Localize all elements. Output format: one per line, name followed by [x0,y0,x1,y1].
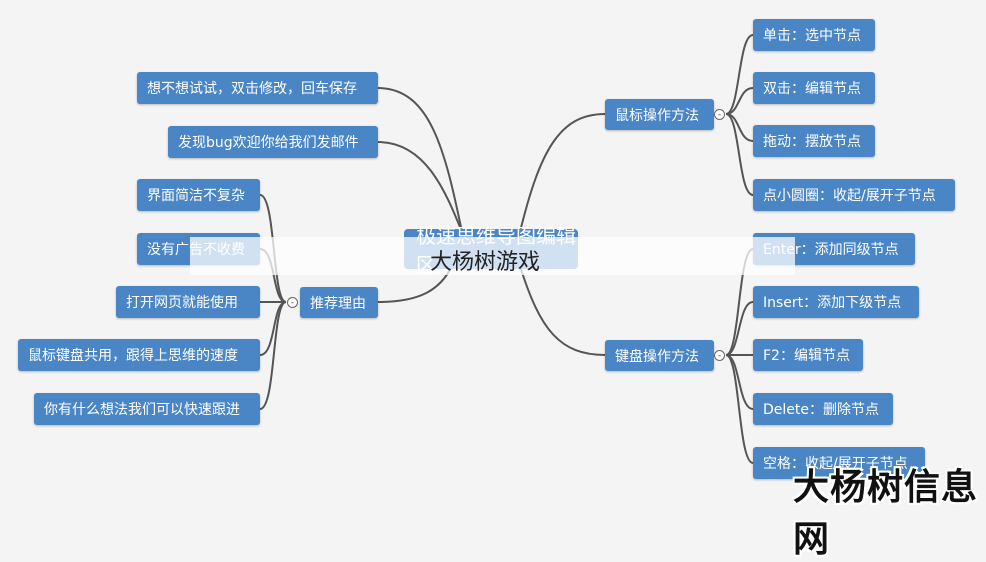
node-label: 界面简洁不复杂 [147,188,245,204]
node-label: 打开网页就能使用 [126,295,238,311]
node-label: 单击：选中节点 [763,28,861,44]
node-label: Delete：删除节点 [763,402,879,418]
node-mouse-double-click[interactable]: 双击：编辑节点 [753,72,875,104]
branch-keyboard-operations[interactable]: 键盘操作方法 [605,340,714,371]
node-rec-open-web[interactable]: 打开网页就能使用 [116,286,260,318]
overlay-caption: 大杨树游戏 [430,250,541,275]
connector-lines [259,34,754,464]
connector-rec-5 [259,301,287,410]
branch-label: 键盘操作方法 [615,348,699,365]
node-key-space[interactable]: 空格：收起/展开子节点 [753,447,925,479]
collapse-toggle-keyboard[interactable]: - [714,350,725,361]
node-key-f2[interactable]: F2：编辑节点 [753,339,863,371]
connector-root-feedback-1 [377,87,463,233]
overlay-band [190,237,795,275]
connector-mouse-1 [725,34,754,115]
connector-mouse-4 [725,113,754,196]
node-rec-simple-ui[interactable]: 界面简洁不复杂 [137,179,260,211]
node-key-delete[interactable]: Delete：删除节点 [753,393,893,425]
node-label: 点小圆圈：收起/展开子节点 [763,188,936,204]
connector-key-4 [725,354,754,410]
node-mouse-toggle-circle[interactable]: 点小圆圈：收起/展开子节点 [753,179,955,211]
node-rec-feedback[interactable]: 你有什么想法我们可以快速跟进 [34,393,260,425]
connector-root-keyboard [519,265,606,356]
node-label: F2：编辑节点 [763,348,850,364]
node-try-edit[interactable]: 想不想试试，双击修改，回车保存 [137,72,378,104]
node-label: 你有什么想法我们可以快速跟进 [44,402,240,418]
connector-root-mouse [519,113,606,233]
node-label: 双击：编辑节点 [763,81,861,97]
connector-mouse-2 [725,87,754,115]
branch-label: 鼠标操作方法 [615,107,699,124]
collapse-toggle-mouse[interactable]: - [714,109,725,120]
node-rec-mouse-keyboard[interactable]: 鼠标键盘共用，跟得上思维的速度 [18,339,260,371]
branch-mouse-operations[interactable]: 鼠标操作方法 [605,99,714,130]
node-label: Insert：添加下级节点 [763,295,902,311]
node-label: 想不想试试，双击修改，回车保存 [147,81,357,97]
node-mouse-drag[interactable]: 拖动：摆放节点 [753,125,875,157]
site-watermark: 大杨树信息网 [793,467,979,560]
collapse-toggle-recommend[interactable]: - [287,297,298,308]
connector-key-5 [725,354,754,464]
node-key-insert[interactable]: Insert：添加下级节点 [753,286,919,318]
node-label: 空格：收起/展开子节点 [763,456,908,472]
node-label: Enter：添加同级节点 [763,242,899,258]
node-report-bug[interactable]: 发现bug欢迎你给我们发邮件 [168,126,378,158]
branch-label: 推荐理由 [310,295,366,312]
node-label: 发现bug欢迎你给我们发邮件 [178,135,359,151]
mindmap-canvas: 极速思维导图编辑区 鼠标操作方法 - 单击：选中节点 双击：编辑节点 拖动：摆放… [18,19,977,560]
connector-key-2 [725,301,754,356]
connector-root-feedback-2 [377,141,463,233]
node-mouse-click[interactable]: 单击：选中节点 [753,19,875,51]
branch-recommend-reasons[interactable]: 推荐理由 [300,287,378,318]
node-label: 鼠标键盘共用，跟得上思维的速度 [28,348,238,364]
node-label: 拖动：摆放节点 [763,134,861,150]
connector-rec-4 [259,301,287,356]
